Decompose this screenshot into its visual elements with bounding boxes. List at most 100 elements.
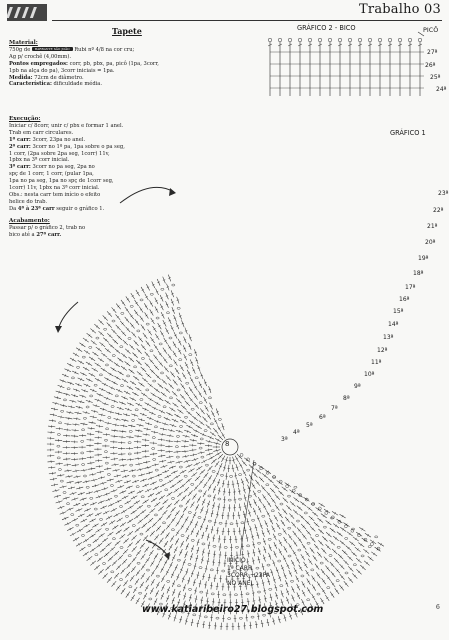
- chain-stitch: [266, 563, 271, 567]
- stitch-crossbar: [92, 415, 94, 419]
- stitch-crossbar: [163, 380, 166, 383]
- stitch-crossbar: [135, 501, 138, 504]
- stitch-crossbar: [266, 512, 270, 515]
- stitch-crossbar: [304, 564, 307, 566]
- stitch-crossbar: [69, 381, 72, 385]
- stitch-crossbar: [153, 407, 156, 410]
- stitch-crossbar: [173, 617, 177, 619]
- stitch-crossbar: [135, 321, 139, 324]
- stitch-crossbar: [166, 571, 169, 573]
- stitch-crossbar: [211, 413, 215, 415]
- chain-stitch: [311, 502, 316, 506]
- stitch-crossbar: [140, 584, 144, 586]
- chain-stitch: [272, 475, 276, 479]
- stitch-crossbar: [155, 486, 157, 490]
- chain-stitch: [127, 337, 132, 340]
- stitch-crossbar: [274, 517, 278, 520]
- chain-stitch: [319, 561, 324, 565]
- stitch-crossbar: [188, 425, 191, 429]
- stitch-crossbar: [203, 399, 207, 401]
- stitch-crossbar: [367, 533, 369, 537]
- chain-stitch: [148, 597, 153, 601]
- chain-stitch: [99, 373, 103, 377]
- chain-stitch: [217, 497, 222, 501]
- stitch-crossbar: [187, 372, 191, 374]
- execution-line: Trab em carr circulares.: [9, 129, 74, 136]
- stitch-crossbar: [191, 548, 194, 550]
- chain-stitch: [246, 457, 250, 462]
- stitch-crossbar: [160, 297, 163, 300]
- picot-mark: [317, 37, 323, 43]
- stitch-crossbar: [151, 581, 154, 584]
- round-3-line: 3ª carr: 3corr no pa seg, 2pa no: [9, 164, 174, 171]
- stitch-crossbar: [302, 525, 305, 528]
- execution-block: Execução: Iniciar c/ 8corr, unir c/ pbx …: [9, 116, 174, 238]
- stitch-crossbar: [190, 469, 193, 472]
- chain-stitch: [131, 524, 136, 527]
- stitch-crossbar: [185, 392, 188, 395]
- stitch-crossbar: [207, 415, 210, 418]
- chain-stitch: [183, 475, 188, 478]
- stitch-crossbar: [183, 356, 187, 358]
- stitch-crossbar: [166, 401, 169, 404]
- chain-stitch: [326, 586, 331, 589]
- stitch-crossbar: [182, 470, 184, 474]
- stitch-crossbar: [369, 557, 372, 560]
- stitch-crossbar: [238, 490, 241, 492]
- stitches-text: corr, pb, pbx, pa, picô (1pa, 3corr,: [69, 60, 159, 67]
- stitch-crossbar: [269, 604, 273, 607]
- stitch-crossbar: [200, 421, 203, 425]
- stitch-crossbar: [125, 475, 127, 478]
- stitch-crossbar: [117, 305, 120, 308]
- stitch-crossbar: [150, 476, 152, 480]
- page-number: 6: [436, 604, 440, 611]
- chain-stitch: [154, 425, 158, 429]
- chain-stitch: [129, 463, 133, 467]
- stitch-crossbar: [130, 491, 133, 494]
- stitch-crossbar: [245, 479, 249, 481]
- chain-stitch: [114, 394, 119, 398]
- chain-stitch: [128, 585, 133, 588]
- stitch-crossbar: [85, 539, 87, 542]
- stitch-crossbar: [243, 471, 246, 474]
- stitch-crossbar: [171, 465, 174, 469]
- chain-stitch: [164, 488, 169, 492]
- chain-stitch: [227, 498, 232, 502]
- stitch-crossbar: [289, 536, 292, 539]
- stitch-crossbar: [69, 480, 71, 484]
- stitch-crossbar: [133, 496, 135, 499]
- chain-stitch: [265, 471, 270, 475]
- stitch-crossbar: [156, 503, 159, 506]
- chain-stitch: [176, 435, 180, 438]
- stitch-crossbar: [108, 578, 111, 582]
- stitch-crossbar: [150, 494, 152, 497]
- stitch-crossbar: [110, 410, 112, 414]
- chain-stitch: [70, 513, 75, 516]
- chain-stitch: [210, 592, 215, 596]
- stitch-crossbar: [205, 527, 209, 530]
- stitch-crossbar: [291, 562, 295, 564]
- chain-stitch: [171, 497, 175, 500]
- stitch-crossbar: [173, 470, 176, 474]
- stitch-crossbar: [272, 620, 275, 622]
- stitch-crossbar: [193, 581, 196, 583]
- stitch-crossbar: [293, 532, 297, 535]
- stitch-crossbar: [98, 495, 100, 498]
- chain-stitch: [287, 554, 292, 558]
- stitch-crossbar: [159, 507, 162, 510]
- stitch-crossbar: [331, 583, 335, 586]
- stitch-crossbar: [263, 540, 266, 543]
- chain-stitch: [87, 544, 92, 547]
- stitch-crossbar: [260, 465, 263, 469]
- chain-stitch: [250, 615, 255, 619]
- stitch-crossbar: [320, 530, 323, 533]
- stitch-crossbar: [357, 559, 360, 562]
- stitch-crossbar: [136, 600, 139, 602]
- stitch-crossbar: [72, 399, 74, 403]
- stitch-crossbar: [115, 513, 118, 517]
- stitch-crossbar: [100, 476, 103, 480]
- chain-stitch: [81, 355, 86, 359]
- stitch-crossbar: [92, 502, 95, 506]
- chain-stitch: [83, 417, 87, 420]
- stitch-crossbar: [132, 558, 136, 561]
